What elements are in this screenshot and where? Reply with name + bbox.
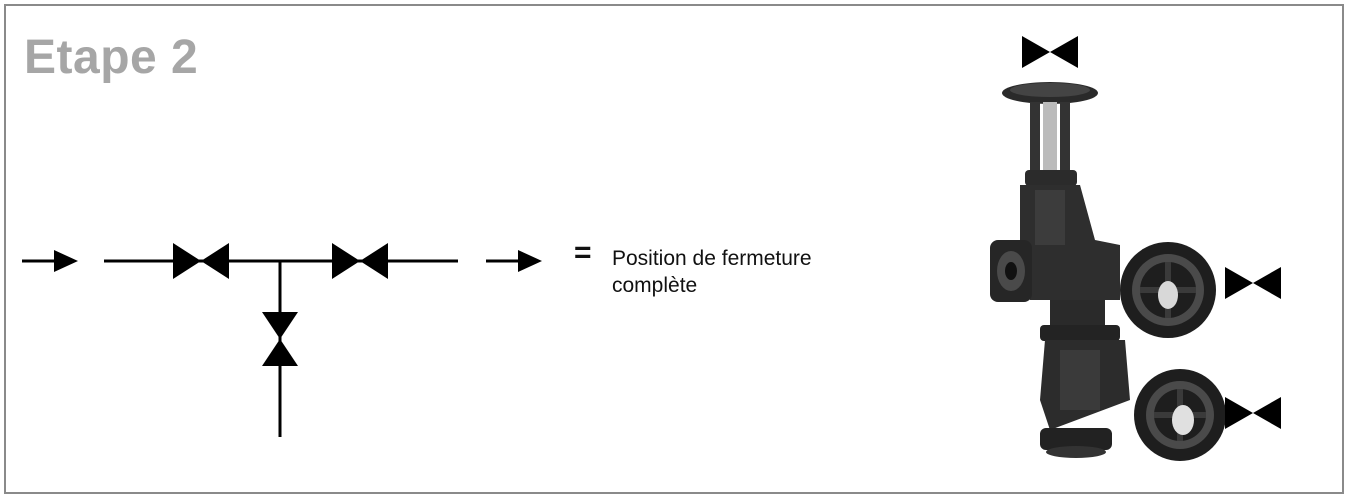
equals-symbol: = bbox=[574, 236, 592, 269]
closed-marker-middle bbox=[1225, 267, 1281, 299]
valve-assembly-photo bbox=[990, 82, 1226, 461]
outlet-arrow bbox=[486, 250, 542, 272]
closed-valve-symbol-right bbox=[332, 243, 388, 279]
inlet-arrow bbox=[22, 250, 78, 272]
piping-diagram bbox=[22, 36, 1281, 461]
closed-valve-symbol-branch bbox=[262, 312, 298, 366]
legend-label: Position de fermeture complète bbox=[612, 247, 812, 297]
closed-marker-top bbox=[1022, 36, 1078, 68]
step-title: Etape 2 bbox=[24, 31, 199, 84]
closed-marker-bottom bbox=[1225, 397, 1281, 429]
closed-valve-symbol-left bbox=[173, 243, 229, 279]
